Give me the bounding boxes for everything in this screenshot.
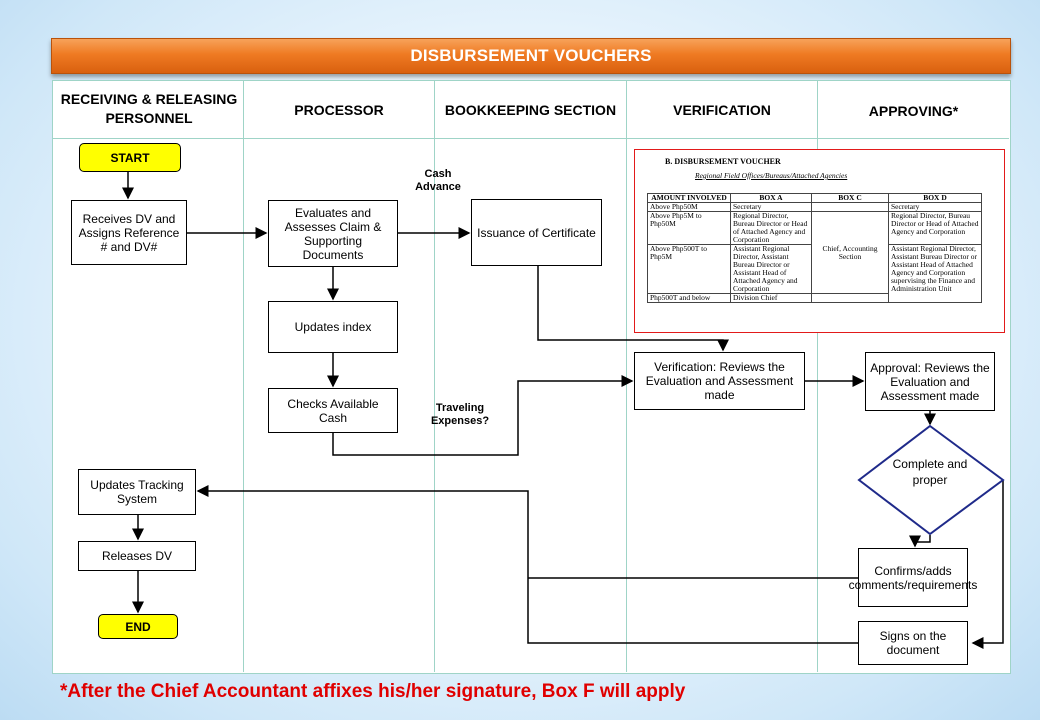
embedded-voucher-table-image: B. DISBURSEMENT VOUCHER Regional Field O… [634,149,1005,333]
doc-cell [811,293,889,303]
doc-table: AMOUNT INVOLVED BOX A BOX C BOX D Above … [647,193,982,303]
footnote: *After the Chief Accountant affixes his/… [60,681,686,702]
node-updates-tracking: Updates Tracking System [78,469,196,515]
node-releases-dv: Releases DV [78,541,196,571]
node-verification: Verification: Reviews the Evaluation and… [634,352,805,410]
edge-signs-to-updates-tracking [196,485,858,644]
node-confirms-comments: Confirms/adds comments/requirements [849,548,977,607]
lane-header-approving: APPROVING* [868,102,959,119]
edge-checks-to-verification [332,375,634,456]
start-terminal: START [79,143,181,172]
doc-cell: Regional Director, Bureau Director or He… [730,211,812,245]
lane-header-processor: PROCESSOR [294,102,384,118]
header-divider [52,138,1009,139]
node-approval: Approval: Reviews the Evaluation and Ass… [865,352,995,411]
doc-cell: Chief, Accounting Section [811,211,889,294]
decision-label: Complete and proper [892,457,968,487]
node-issuance-certificate: Issuance of Certificate [471,199,602,266]
doc-cell: Assistant Regional Director, Assistant B… [888,244,982,303]
edge-decision-to-signs [971,480,1004,649]
diagram-title: DISBURSEMENT VOUCHERS [410,46,652,65]
diagram-title-banner: DISBURSEMENT VOUCHERS [51,38,1011,74]
node-updates-index: Updates index [268,301,398,353]
edge-issuance-to-verification [537,266,729,352]
edge-label-traveling-expenses: Traveling Expenses? [430,402,490,427]
node-signs-document: Signs on the document [858,621,968,665]
node-receives-dv: Receives DV and Assigns Reference # and … [71,200,187,265]
doc-cell: Above Php5M to Php50M [647,211,731,245]
lane-divider [817,80,818,672]
lane-divider [243,80,244,672]
edge-label-cash-advance: Cash Advance [415,168,461,193]
node-evaluates-claim: Evaluates and Assesses Claim & Supportin… [268,200,398,267]
node-checks-cash: Checks Available Cash [268,388,398,433]
doc-cell: Assistant Regional Director, Assistant B… [730,244,812,294]
edge-decision-to-confirms [909,535,931,548]
lane-header-verification: VERIFICATION [673,102,771,118]
doc-title: B. DISBURSEMENT VOUCHER [665,157,781,166]
lane-divider [434,80,435,672]
lane-header-receiving: RECEIVING & RELEASING PERSONNEL [60,91,238,126]
doc-cell: Regional Director, Bureau Director or He… [888,211,982,245]
end-terminal: END [98,614,178,639]
doc-subtitle: Regional Field Offices/Bureaus/Attached … [695,171,848,180]
decision-diamond [857,424,1005,536]
lane-header-bookkeeping: BOOKKEEPING SECTION [444,102,617,118]
